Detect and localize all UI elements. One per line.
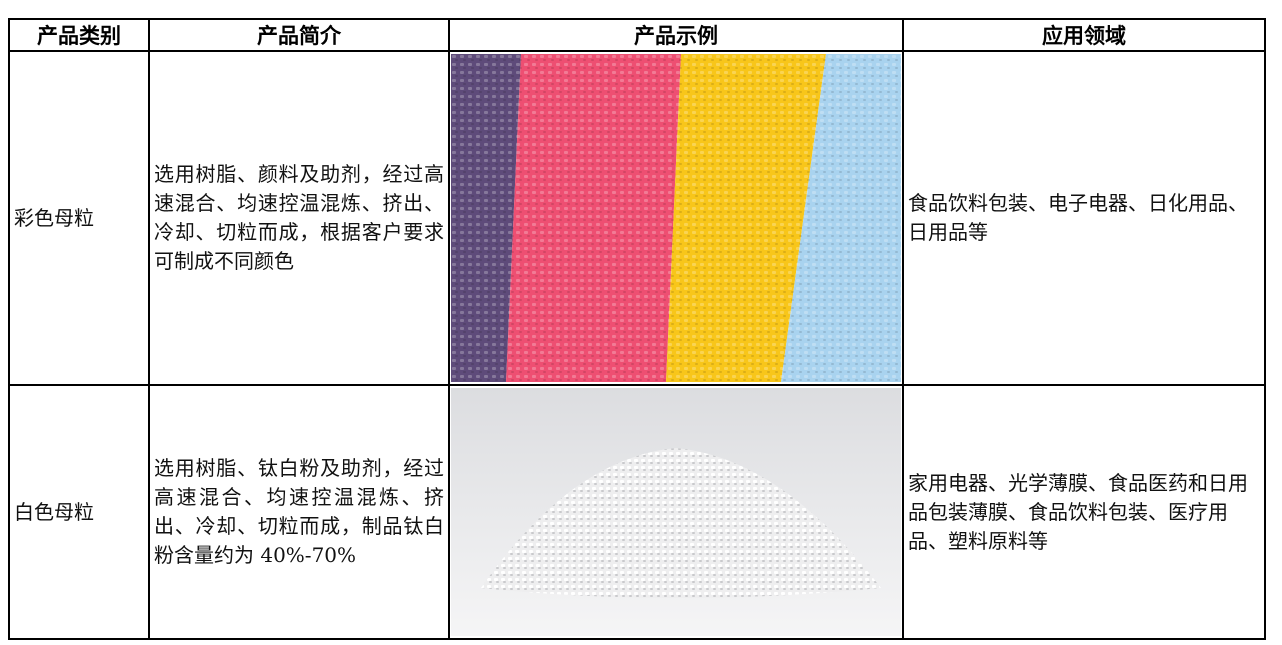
row-application: 食品饮料包装、电子电器、日化用品、日用品等	[902, 50, 1266, 386]
product-table-container: 产品类别 产品简介 产品示例 应用领域 彩色母粒 选用树脂、颜料及助剂，经过高速…	[8, 18, 1266, 640]
row-intro: 选用树脂、颜料及助剂，经过高速混合、均速控温混炼、挤出、冷却、切粒而成，根据客户…	[148, 50, 450, 386]
table-header-row: 产品类别 产品简介 产品示例 应用领域	[8, 18, 1266, 52]
row-category: 彩色母粒	[8, 50, 150, 386]
product-table: 产品类别 产品简介 产品示例 应用领域 彩色母粒 选用树脂、颜料及助剂，经过高速…	[8, 18, 1266, 640]
row-intro: 选用树脂、钛白粉及助剂，经过高速混合、均速控温混炼、挤出、冷却、切粒而成，制品钛…	[148, 384, 450, 640]
header-category: 产品类别	[8, 18, 150, 52]
row-application: 家用电器、光学薄膜、食品医药和日用品包装薄膜、食品饮料包装、医疗用品、塑料原料等	[902, 384, 1266, 640]
row-category: 白色母粒	[8, 384, 150, 640]
row-example	[448, 384, 904, 640]
white-pellets-photo-icon	[451, 388, 901, 636]
header-application: 应用领域	[902, 18, 1266, 52]
row-example	[448, 50, 904, 386]
table-row: 白色母粒 选用树脂、钛白粉及助剂，经过高速混合、均速控温混炼、挤出、冷却、切粒而…	[8, 384, 1266, 640]
colored-pellets-photo-icon	[451, 54, 901, 382]
header-example: 产品示例	[448, 18, 904, 52]
header-intro: 产品简介	[148, 18, 450, 52]
table-row: 彩色母粒 选用树脂、颜料及助剂，经过高速混合、均速控温混炼、挤出、冷却、切粒而成…	[8, 50, 1266, 386]
